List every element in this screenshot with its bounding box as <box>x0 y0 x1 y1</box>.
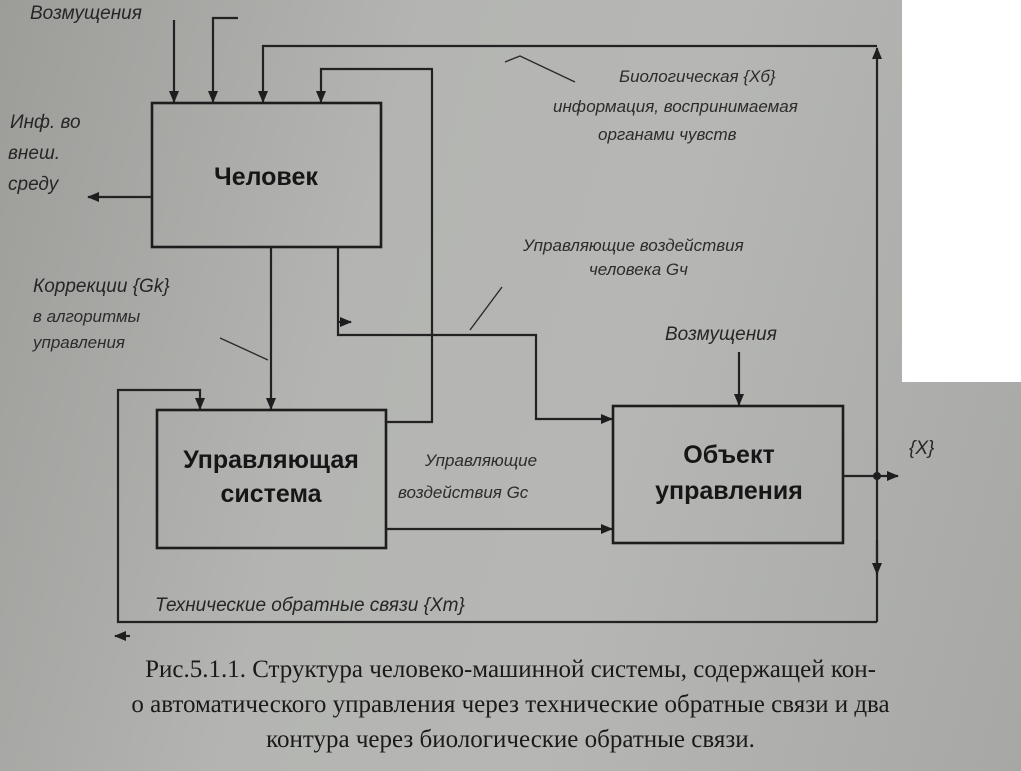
tech-feedback-loop <box>116 388 877 624</box>
object-label-2: управления <box>655 477 803 505</box>
bio-feedback-loop-outer <box>258 44 877 103</box>
corrections-label-2: в алгоритмы <box>33 307 141 326</box>
info-env-label-2: внеш. <box>8 143 60 164</box>
control-system-label-1: Управляющая <box>183 446 359 474</box>
human-control-label-2: человека Gч <box>589 260 688 279</box>
corrections-label-1: Коррекции {Gk} <box>33 276 170 297</box>
human-block-label: Человек <box>214 163 318 191</box>
bio-info-leader <box>504 55 576 83</box>
control-actions-label-1: Управляющие <box>424 451 537 470</box>
control-system-label-2: система <box>220 480 322 508</box>
caption-line-1: Рис.5.1.1. Структура человеко-машинной с… <box>145 656 876 683</box>
human-block <box>150 101 383 249</box>
disturbances-top-label: Возмущения <box>30 3 142 24</box>
info-env-label-1: Инф. во <box>10 112 81 133</box>
control-system-feedback-line <box>386 70 434 424</box>
control-system-block <box>155 408 388 550</box>
output-junction <box>873 472 881 480</box>
corrections-leader <box>219 337 269 361</box>
human-control-arrow <box>336 248 613 424</box>
human-control-leader <box>469 286 503 331</box>
tech-feedback-label: Технические обратные связи {Xт} <box>155 595 465 616</box>
output-label: {X} <box>909 438 935 459</box>
figure-caption: Рис.5.1.1. Структура человеко-машинной с… <box>0 652 1021 757</box>
bio-info-label-3: органами чувств <box>598 125 737 144</box>
bio-info-label-1: Биологическая {Xб} <box>619 67 776 86</box>
white-corner <box>902 0 1021 382</box>
caption-line-2: о автоматического управления через техни… <box>131 691 890 718</box>
control-actions-label-2: воздействия Gс <box>398 483 529 502</box>
info-env-label-3: среду <box>8 174 60 195</box>
object-label-1: Объект <box>683 441 774 469</box>
disturbance-arrow-2 <box>208 16 238 103</box>
corrections-label-3: управления <box>32 333 125 352</box>
control-object-block <box>611 404 845 545</box>
bio-info-label-2: информация, воспринимаемая <box>553 97 798 116</box>
caption-line-3: контура через биологические обратные свя… <box>266 726 755 753</box>
bio-feedback-loop-inner <box>316 67 433 103</box>
human-control-label-1: Управляющие воздействия <box>522 236 744 255</box>
block-diagram: Человек Управляющая система Объект управ… <box>8 3 935 641</box>
disturbances-right-label: Возмущения <box>665 324 777 345</box>
